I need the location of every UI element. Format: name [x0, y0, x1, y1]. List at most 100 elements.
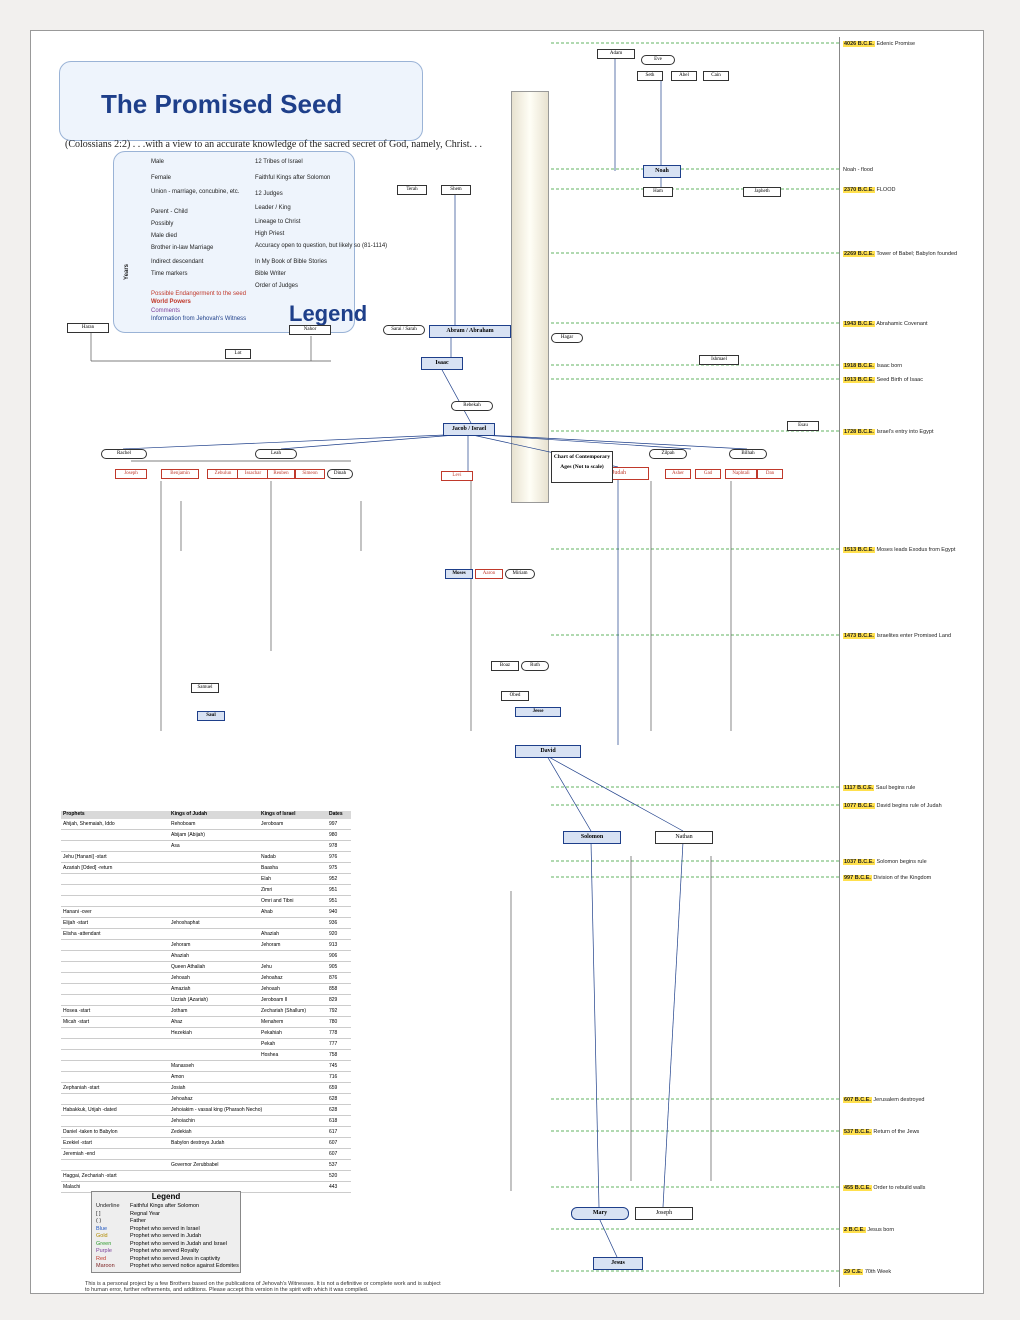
timeline-event-text: Saul begins rule	[874, 785, 916, 791]
kings-table-cell: Elisha -attendant	[63, 931, 101, 937]
timeline-event-text: Isaac born	[874, 363, 903, 369]
timeline-event-text: David begins rule of Judah	[874, 803, 942, 809]
kings-table-cell: 443	[329, 1184, 338, 1190]
kings-table-cell: Ahijah, Shemaiah, Iddo	[63, 821, 115, 827]
person-nahor: Nahor	[289, 325, 331, 335]
person-naphtali: Naphtali	[725, 469, 757, 479]
legend-side-note: World Powers	[151, 299, 191, 305]
person-dinah: Dinah	[327, 469, 353, 479]
kings-table-cell: 617	[329, 1129, 338, 1135]
kings-table-cell: Hanani -over	[63, 909, 92, 915]
kings-table-cell: Elijah -start	[63, 920, 89, 926]
timeline-event-date: 997 B.C.E.	[843, 875, 872, 881]
timeline-event: 1077 B.C.E. David begins rule of Judah	[843, 803, 977, 810]
person-asher: Asher	[665, 469, 691, 479]
kings-table-cell: Ahaziah	[171, 953, 190, 959]
person-terah: Terah	[397, 185, 427, 195]
kings-table-cell: Ahaziah	[261, 931, 280, 937]
person-nathan: Nathan	[655, 831, 713, 844]
timeline-event-date: 1077 B.C.E.	[843, 803, 875, 809]
kings-table-row: Ahaziah 906	[61, 953, 351, 962]
chart-of-contemporary-ages-label: Chart of Contemporary Ages (Not to scale…	[551, 451, 613, 483]
legend-item: Possibly	[151, 221, 174, 227]
timeline-event: 2269 B.C.E. Tower of Babel; Babylon foun…	[843, 251, 977, 258]
legend-item: Male	[151, 159, 165, 165]
timeline-event-date: 1728 B.C.E.	[843, 429, 875, 435]
person-jacob: Jacob / Israel	[443, 423, 495, 436]
kings-table-cell: Jehoahaz	[261, 975, 283, 981]
timeline-event-date: 1943 B.C.E.	[843, 321, 875, 327]
kings-table-cell: Jehu	[261, 964, 272, 970]
kings-table-cell: Amaziah	[171, 986, 191, 992]
prophet-legend-value: Faithful Kings after Solomon	[130, 1203, 200, 1209]
kings-table-cell: Zephaniah -start	[63, 1085, 100, 1091]
timeline-event-date: 2269 B.C.E.	[843, 251, 875, 257]
timeline-event-date: 1918 B.C.E.	[843, 363, 875, 369]
kings-table-cell: 777	[329, 1041, 338, 1047]
kings-table-cell: 520	[329, 1173, 338, 1179]
kings-table-cell: 607	[329, 1151, 338, 1157]
timeline-event: 1037 B.C.E. Solomon begins rule	[843, 859, 977, 866]
person-ham: Ham	[643, 187, 673, 197]
lineage-line	[546, 755, 592, 832]
timeline-event-date: 29 C.E.	[843, 1269, 864, 1275]
person-eve: Eve	[641, 55, 675, 65]
kings-table-cell: 792	[329, 1008, 338, 1014]
legend-item: 12 Tribes of Israel	[255, 159, 303, 165]
timeline-event: 1918 B.C.E. Isaac born	[843, 363, 977, 370]
timeline-event-date: 1513 B.C.E.	[843, 547, 875, 553]
kings-table-cell: 618	[329, 1118, 338, 1124]
timeline-event: 2 B.C.E. Jesus born	[843, 1227, 977, 1234]
timeline-event: 29 C.E. 70th Week	[843, 1269, 977, 1276]
person-japheth: Japheth	[743, 187, 781, 197]
person-gad: Gad	[695, 469, 721, 479]
person-obed: Obed	[501, 691, 529, 701]
timeline-event: 1913 B.C.E. Seed Birth of Isaac	[843, 377, 977, 384]
kings-table-cell: Zedekiah	[171, 1129, 192, 1135]
person-dan: Dan	[757, 469, 783, 479]
prophet-legend-value: Father	[130, 1218, 146, 1224]
kings-table-cell: Hosea -start	[63, 1008, 91, 1014]
kings-table-cell: Baasha	[261, 865, 278, 871]
prophet-legend-key: Underline	[96, 1203, 120, 1209]
kings-table-cell: 537	[329, 1162, 338, 1168]
kings-table-cell: 858	[329, 986, 338, 992]
person-solomon: Solomon	[563, 831, 621, 844]
timeline-event-text: Jerusalem destroyed	[871, 1097, 925, 1103]
person-adam: Adam	[597, 49, 635, 59]
timeline-event-text: Edenic Promise	[874, 41, 916, 47]
kings-table-cell: Elah	[261, 876, 272, 882]
lineage-line	[467, 433, 692, 450]
timeline-event-text: Israel's entry into Egypt	[874, 429, 934, 435]
timeline-event: 1943 B.C.E. Abrahamic Covenant	[843, 321, 977, 328]
kings-table-cell: Jotham	[171, 1008, 188, 1014]
timeline-event: 1728 B.C.E. Israel's entry into Egypt	[843, 429, 977, 436]
kings-table-cell: 940	[329, 909, 338, 915]
kings-table-cell: 906	[329, 953, 338, 959]
person-zebulun: Zebulun	[207, 469, 239, 479]
header-kings-israel: Kings of Israel	[261, 811, 296, 817]
legend-side-note: Comments	[151, 308, 181, 314]
prophet-legend-value: Prophet who served in Judah and Israel	[130, 1240, 227, 1247]
timeline-event-date: 1117 B.C.E.	[843, 785, 875, 791]
timeline-event: 4026 B.C.E. Edenic Promise	[843, 41, 977, 48]
kings-table-cell: 975	[329, 865, 338, 871]
person-reuben: Reuben	[267, 469, 295, 479]
timeline-event-text: Division of the Kingdom	[871, 875, 932, 881]
timeline-event-date: 4026 B.C.E.	[843, 41, 875, 47]
kings-table-cell: Jeremiah -end	[63, 1151, 95, 1157]
prophet-legend-row: [ ]Regnal Year	[96, 1211, 160, 1217]
timeline-event: 997 B.C.E. Division of the Kingdom	[843, 875, 977, 882]
